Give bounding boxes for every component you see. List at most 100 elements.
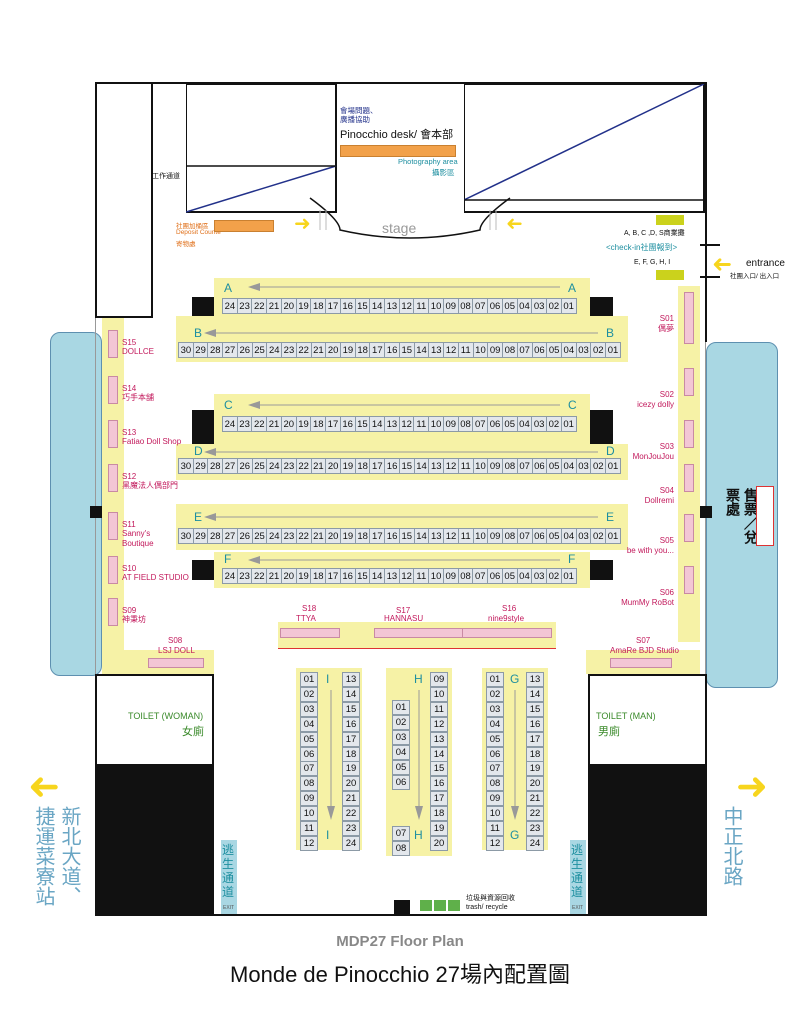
booth-code: S05 [659,536,674,545]
col-i-arrow [327,690,335,820]
booth-cell: 04 [560,458,577,474]
row-a-letter-left: A [224,281,233,295]
booth-cell: 13 [430,731,448,747]
booth-cell: 21 [266,416,282,432]
col-g-letter-bottom: G [510,828,520,842]
booth-cell: 04 [516,568,533,584]
efghi-box [656,270,684,280]
booth-cell: 19 [340,458,356,474]
booth-cell: 03 [300,701,318,717]
booth-box [108,598,118,626]
booth-cell: 17 [325,568,341,584]
booth-cell: 10 [300,806,318,822]
booth-cell: 01 [605,528,621,544]
booth-cell: 13 [384,568,400,584]
row-c-letter-right: C [568,398,577,412]
booth-cell: 29 [192,342,209,358]
booth-cell: 06 [300,746,318,762]
booth-box [108,330,118,358]
booth-cell: 28 [207,342,224,358]
booth-cell: 10 [428,416,444,432]
booth-cell: 17 [342,731,360,747]
booth-cell: 10 [472,528,489,544]
booth-cell: 17 [369,458,386,474]
booth-cell: 25 [251,342,268,358]
booth-cell: 09 [487,342,504,358]
row-b-letter-left: B [194,326,203,340]
booth-cell: 15 [398,342,415,358]
right-direction-label: 中正北路 [720,806,742,886]
booth-cell: 06 [531,458,548,474]
booth-cell: 15 [354,568,371,584]
booth-box [684,566,694,594]
booth-cell: 03 [575,458,592,474]
booth-cell: 01 [300,672,318,687]
booth-cell: 04 [486,716,504,732]
booth-cell: 24 [222,298,238,314]
booth-cell: 01 [605,342,621,358]
booth-cell: 09 [300,791,318,807]
row-e-letter-left: E [194,510,203,524]
booth-cell: 03 [575,528,592,544]
booth-cell: 08 [300,776,318,792]
booth-cell: 04 [300,716,318,732]
booth-cell: 24 [526,835,544,851]
booth-cell: 12 [430,716,448,732]
booth-cell: 24 [266,458,283,474]
booth-cell: 24 [266,528,283,544]
booth-cell: 07 [516,342,533,358]
exit-right-en: EXIT [572,905,584,911]
booth-cell: 04 [392,744,410,760]
booth-cell: 07 [486,761,504,777]
booth-cell: 12 [398,298,415,314]
booth-cell: 11 [413,568,430,584]
col-i-letter-top: I [326,672,330,686]
booth-box [684,368,694,396]
exit-right [570,840,586,914]
booth-cell: 07 [472,416,489,432]
booth-cell: 06 [392,774,410,790]
booth-cell: 22 [295,342,312,358]
booth-cell: 08 [457,568,474,584]
booth-cell: 19 [295,568,312,584]
booth-box [108,420,118,448]
stage-label: stage [382,220,417,236]
booth-cell: 07 [516,528,533,544]
booth-cell: 07 [472,298,489,314]
booth-cell: 22 [526,806,544,822]
booth-cell: 03 [531,568,548,584]
booth-cell: 08 [486,776,504,792]
booth-cell: 23 [281,528,297,544]
booth-cell: 14 [413,528,430,544]
booth-cell: 03 [531,298,548,314]
stage-shape [309,197,511,239]
right-direction-arrow-icon: ➜ [736,766,768,808]
booth-cell: 19 [340,528,356,544]
booth-cell: 14 [430,746,448,762]
booth-cell: 30 [178,528,194,544]
deposit-table [214,220,274,232]
checkin-label: <check-in社團報到> [606,243,678,252]
arrow-left-icon: ➜ [506,213,523,235]
col-h-arrow [415,690,423,820]
desk-note: 會場問題、 廣播協助 [340,106,378,124]
booth-cell: 16 [339,568,356,584]
desk-table [340,145,456,157]
booth-cell: 23 [342,821,360,836]
booth-cell: 12 [443,528,459,544]
exit-right-zh: 逃生通道 [571,843,584,899]
row-a-letter-right: A [568,281,577,295]
booth-cell: 05 [486,731,504,747]
row-b-letter-right: B [606,326,615,340]
booth-cell: 13 [428,342,445,358]
booth-cell: 16 [339,416,356,432]
booth-cell: 10 [486,806,504,822]
booth-name: Sanny's Boutique [122,529,154,548]
toilet-woman-en: TOILET (WOMAN) [128,711,204,721]
booth-cell: 22 [295,528,312,544]
booth-box [148,658,204,668]
booth-cell: 14 [369,298,386,314]
booth-cell: 27 [222,342,238,358]
booth-cell: 29 [192,528,209,544]
booth-code: S16 [502,604,517,613]
